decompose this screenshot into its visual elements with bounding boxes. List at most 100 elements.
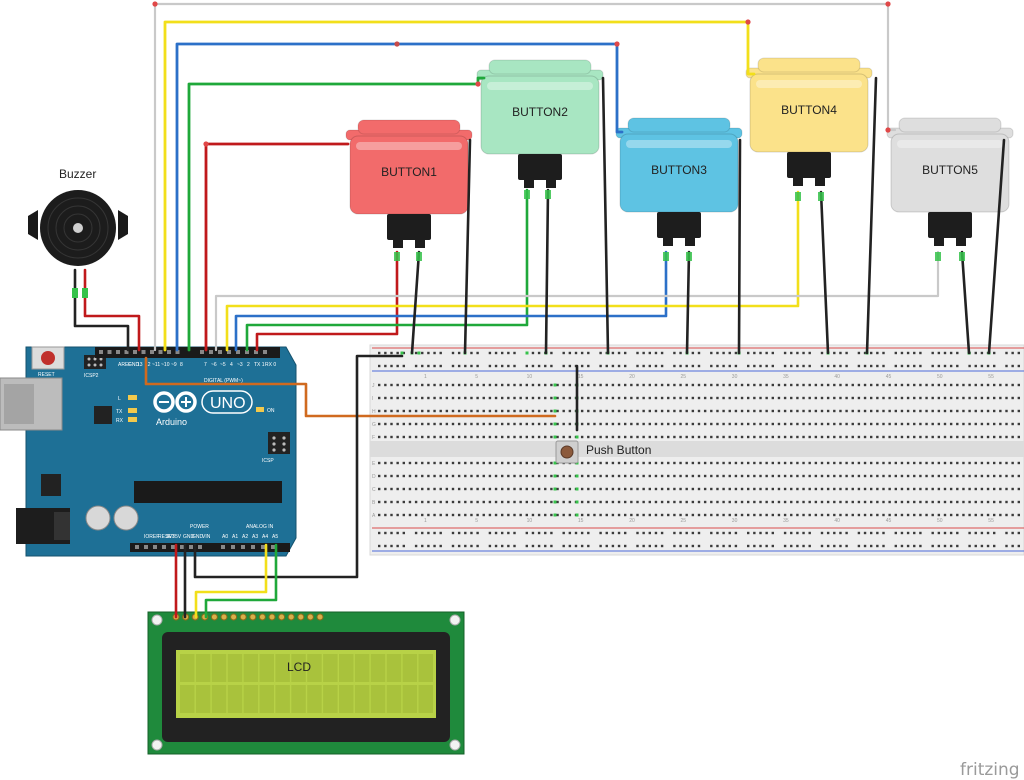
lcd-cell xyxy=(180,685,195,713)
led-rx-label: RX xyxy=(116,418,124,424)
breadboard-hole xyxy=(378,487,381,491)
breadboard-hole xyxy=(919,461,922,465)
breadboard-hole xyxy=(408,409,412,413)
led-on-label: ON xyxy=(267,408,275,414)
breadboard-hole xyxy=(636,474,639,478)
breadboard-hole xyxy=(839,396,842,400)
breadboard-hole xyxy=(390,487,393,491)
breadboard-hole xyxy=(814,461,818,465)
breadboard-hole xyxy=(919,364,922,368)
wire-blue-button3-return xyxy=(234,250,668,352)
breadboard-hole xyxy=(550,544,553,548)
breadboard-hole xyxy=(882,474,885,478)
uno-label: UNO xyxy=(210,395,246,412)
lcd-cell xyxy=(418,654,433,682)
breadboard-hole xyxy=(697,409,701,413)
breadboard-hole xyxy=(777,422,781,426)
breadboard-hole xyxy=(931,544,934,548)
breadboard-hole xyxy=(943,409,947,413)
breadboard-hole xyxy=(587,500,590,504)
breadboard-hole xyxy=(759,364,762,368)
header-pin xyxy=(221,545,225,549)
breadboard-hole xyxy=(556,500,559,504)
pin-label-5: ~5 xyxy=(220,362,226,368)
breadboard-hole-active xyxy=(553,487,557,491)
breadboard-hole xyxy=(562,396,565,400)
header-pin xyxy=(261,545,265,549)
breadboard-hole xyxy=(402,435,405,439)
breadboard-hole xyxy=(550,435,553,439)
breadboard-hole xyxy=(771,409,774,413)
power-jack-inner xyxy=(54,512,70,540)
breadboard-hole xyxy=(783,435,787,439)
breadboard-hole xyxy=(894,461,897,465)
breadboard-hole xyxy=(999,513,1002,517)
header-pin xyxy=(254,350,258,354)
breadboard-hole xyxy=(771,435,774,439)
breadboard-hole xyxy=(802,422,805,426)
breadboard-hole xyxy=(1005,364,1008,368)
breadboard-hole xyxy=(796,500,799,504)
breadboard-hole xyxy=(808,531,811,535)
breadboard-hole xyxy=(734,435,738,439)
breadboard-hole xyxy=(747,487,750,491)
breadboard-hole xyxy=(624,474,627,478)
breadboard-hole xyxy=(384,435,387,439)
breadboard-hole xyxy=(537,435,541,439)
breadboard-hole xyxy=(845,513,848,517)
button-terminal xyxy=(524,178,534,188)
breadboard-hole xyxy=(513,351,516,355)
breadboard-hole xyxy=(747,383,750,387)
breadboard-hole xyxy=(790,351,793,355)
breadboard-hole xyxy=(660,383,664,387)
breadboard-hole xyxy=(820,383,824,387)
breadboard-hole xyxy=(648,435,651,439)
breadboard-hole xyxy=(605,513,608,517)
breadboard-hole xyxy=(1017,461,1020,465)
breadboard-hole xyxy=(531,396,535,400)
breadboard-hole xyxy=(617,364,621,368)
breadboard-hole xyxy=(857,364,861,368)
breadboard-hole xyxy=(476,461,479,465)
breadboard-hole xyxy=(1017,544,1020,548)
breadboard-hole xyxy=(544,383,547,387)
breadboard-hole xyxy=(378,513,381,517)
breadboard-hole xyxy=(537,364,541,368)
breadboard-hole xyxy=(790,422,793,426)
breadboard-hole xyxy=(445,461,449,465)
breadboard-hole xyxy=(820,487,824,491)
breadboard-hole xyxy=(759,531,762,535)
button-terminal xyxy=(546,178,556,188)
breadboard-hole xyxy=(986,474,990,478)
breadboard-hole xyxy=(870,351,873,355)
breadboard-hole xyxy=(421,422,424,426)
breadboard-hole xyxy=(734,500,738,504)
breadboard-hole xyxy=(722,422,725,426)
breadboard-hole-active xyxy=(575,500,579,504)
wire-node xyxy=(203,141,209,147)
breadboard-hole xyxy=(808,383,811,387)
breadboard-hole xyxy=(716,435,719,439)
breadboard-hole xyxy=(611,513,615,517)
breadboard-hole xyxy=(937,487,941,491)
usb-chip xyxy=(94,406,112,424)
breadboard-hole xyxy=(605,396,608,400)
breadboard-hole xyxy=(913,474,916,478)
breadboard-hole xyxy=(710,435,713,439)
breadboard-hole xyxy=(421,487,424,491)
breadboard-hole xyxy=(765,351,768,355)
breadboard-hole xyxy=(617,461,621,465)
breadboard-holes xyxy=(378,351,1020,548)
breadboard-hole xyxy=(919,531,922,535)
breadboard-hole xyxy=(617,435,621,439)
breadboard-hole xyxy=(636,396,639,400)
breadboard-hole xyxy=(525,544,528,548)
breadboard-hole xyxy=(396,544,399,548)
header-pin xyxy=(271,545,275,549)
lcd-cell xyxy=(323,685,338,713)
breadboard-hole xyxy=(580,435,584,439)
breadboard-hole xyxy=(494,513,498,517)
breadboard-hole xyxy=(605,409,608,413)
breadboard-hole xyxy=(703,396,707,400)
